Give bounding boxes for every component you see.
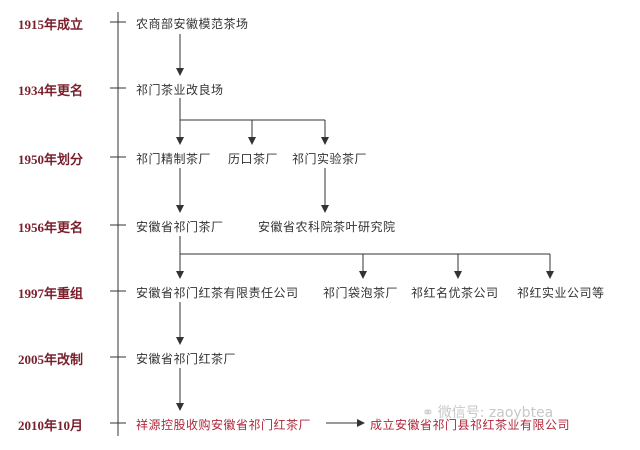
- year-label-1915: 1915年成立: [18, 17, 84, 32]
- year-label-1950: 1950年划分: [18, 152, 84, 167]
- node-premium-tea-company: 祁红名优茶公司: [411, 286, 499, 300]
- node-anhui-qimen-tea-factory: 安徽省祁门茶厂: [136, 220, 224, 234]
- node-model-tea-farm: 农商部安徽模范茶场: [136, 17, 249, 31]
- watermark-text: 微信号: zaoybtea: [437, 405, 554, 421]
- year-label-1956: 1956年更名: [18, 220, 84, 235]
- node-qimen-refined-tea-factory: 祁门精制茶厂: [136, 152, 212, 166]
- node-teabag-factory: 祁门袋泡茶厂: [323, 286, 399, 300]
- node-xiangyuan-acquisition: 祥源控股收购安徽省祁门红茶厂: [136, 418, 312, 432]
- year-label-2005: 2005年改制: [18, 352, 84, 367]
- node-tea-research-institute: 安徽省农科院茶叶研究院: [258, 220, 396, 234]
- wechat-icon: ⚭: [422, 405, 434, 421]
- year-label-1934: 1934年更名: [18, 83, 84, 98]
- node-qimen-improvement-farm: 祁门茶业改良场: [136, 83, 224, 97]
- year-label-2010: 2010年10月: [18, 418, 84, 433]
- node-new-company-founded: 成立安徽省祁门县祁红茶业有限公司: [370, 418, 571, 432]
- node-likou-tea-factory: 历口茶厂: [228, 152, 279, 166]
- node-qimen-black-tea-company: 安徽省祁门红茶有限责任公司: [136, 286, 299, 300]
- node-anhui-qimen-black-tea-factory: 安徽省祁门红茶厂: [136, 352, 237, 366]
- year-label-1997: 1997年重组: [18, 286, 84, 301]
- watermark: ⚭微信号: zaoybtea: [422, 402, 553, 422]
- node-qimen-experimental-tea-factory: 祁门实验茶厂: [292, 152, 368, 166]
- node-industry-company: 祁红实业公司等: [517, 286, 605, 300]
